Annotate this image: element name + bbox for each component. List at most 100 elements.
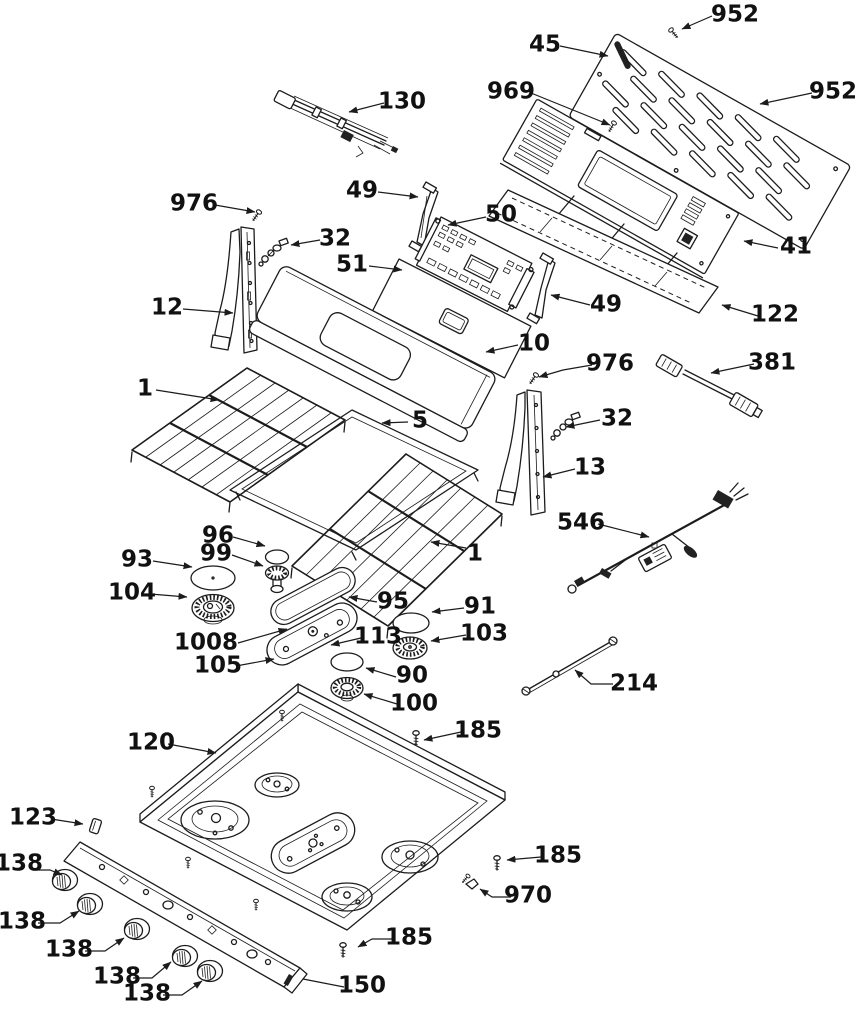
callout-90[interactable]: 90 <box>365 663 428 689</box>
part-number-label[interactable]: 546 <box>557 510 605 536</box>
callout-10[interactable]: 10 <box>485 331 550 357</box>
callout-96[interactable]: 96 <box>202 523 266 549</box>
callout-138[interactable]: 138 <box>45 937 125 963</box>
part-number-label[interactable]: 96 <box>202 523 234 549</box>
callout-105[interactable]: 105 <box>194 653 275 679</box>
part-number-label[interactable]: 90 <box>396 663 428 689</box>
part-number-label[interactable]: 103 <box>460 621 508 647</box>
callout-969[interactable]: 969 <box>487 79 611 126</box>
callout-123[interactable]: 123 <box>9 805 84 831</box>
knob-138-5 <box>196 959 224 983</box>
part-number-label[interactable]: 214 <box>610 671 658 697</box>
part-number-label[interactable]: 100 <box>390 691 438 717</box>
part-number-label[interactable]: 1008 <box>174 630 238 656</box>
callout-103[interactable]: 103 <box>430 621 508 647</box>
part-number-label[interactable]: 10 <box>518 331 550 357</box>
callout-41[interactable]: 41 <box>743 234 812 260</box>
callout-130[interactable]: 130 <box>348 89 426 115</box>
part-number-label[interactable]: 41 <box>780 234 812 260</box>
callout-104[interactable]: 104 <box>108 580 188 606</box>
part-number-label[interactable]: 50 <box>485 202 517 228</box>
callout-122[interactable]: 122 <box>721 302 799 328</box>
part-number-label[interactable]: 51 <box>336 252 368 278</box>
callout-93[interactable]: 93 <box>121 547 193 573</box>
callout-976[interactable]: 976 <box>170 191 256 217</box>
part-number-label[interactable]: 138 <box>45 937 93 963</box>
callout-1[interactable]: 1 <box>430 539 483 567</box>
callout-138[interactable]: 138 <box>0 851 63 877</box>
part-number-label[interactable]: 120 <box>127 730 175 756</box>
part-number-label[interactable]: 49 <box>346 178 378 204</box>
part-number-label[interactable]: 185 <box>534 843 582 869</box>
part-number-label[interactable]: 969 <box>487 79 535 105</box>
callout-12[interactable]: 12 <box>151 295 234 321</box>
callout-32[interactable]: 32 <box>565 406 633 432</box>
burner-head-104 <box>191 593 235 625</box>
part-number-label[interactable]: 952 <box>711 2 759 28</box>
part-number-label[interactable]: 91 <box>464 594 496 620</box>
callout-32[interactable]: 32 <box>290 226 351 252</box>
callout-45[interactable]: 45 <box>529 32 609 58</box>
callout-1[interactable]: 1 <box>137 376 220 403</box>
part-number-label[interactable]: 123 <box>9 805 57 831</box>
callout-50[interactable]: 50 <box>447 202 517 228</box>
part-number-label[interactable]: 1 <box>137 376 153 402</box>
part-number-label[interactable]: 12 <box>151 295 183 321</box>
part-number-label[interactable]: 13 <box>574 455 606 481</box>
callout-1008[interactable]: 1008 <box>174 627 288 656</box>
callout-185[interactable]: 185 <box>506 843 582 869</box>
part-number-label[interactable]: 976 <box>586 351 634 377</box>
part-number-label[interactable]: 970 <box>504 883 552 909</box>
part-number-label[interactable]: 45 <box>529 32 561 58</box>
part-number-label[interactable]: 93 <box>121 547 153 573</box>
callout-95[interactable]: 95 <box>348 589 409 615</box>
part-number-label[interactable]: 130 <box>378 89 426 115</box>
callout-976[interactable]: 976 <box>538 351 634 378</box>
callout-546[interactable]: 546 <box>557 510 650 539</box>
callout-113[interactable]: 113 <box>330 624 402 650</box>
igniter-rod-214 <box>521 636 618 696</box>
part-number-label[interactable]: 952 <box>809 79 857 105</box>
callout-99[interactable]: 99 <box>200 541 264 567</box>
part-number-label[interactable]: 95 <box>377 589 409 615</box>
callout-185[interactable]: 185 <box>357 925 433 951</box>
part-number-label[interactable]: 976 <box>170 191 218 217</box>
part-number-label[interactable]: 1 <box>467 541 483 567</box>
callout-952[interactable]: 952 <box>759 79 857 106</box>
part-number-label[interactable]: 32 <box>601 406 633 432</box>
callout-91[interactable]: 91 <box>431 594 496 620</box>
part-number-label[interactable]: 49 <box>590 292 622 318</box>
callout-5[interactable]: 5 <box>381 408 428 434</box>
part-number-label[interactable]: 113 <box>354 624 402 650</box>
part-number-label[interactable]: 150 <box>338 973 386 999</box>
callout-100[interactable]: 100 <box>363 691 438 717</box>
part-number-label[interactable]: 105 <box>194 653 242 679</box>
callout-51[interactable]: 51 <box>336 252 403 278</box>
callout-952[interactable]: 952 <box>681 2 759 30</box>
part-number-label[interactable]: 138 <box>123 981 171 1007</box>
part-number-label[interactable]: 185 <box>385 925 433 951</box>
callout-49[interactable]: 49 <box>346 178 419 204</box>
callout-185[interactable]: 185 <box>423 718 502 744</box>
callout-150[interactable]: 150 <box>302 973 386 999</box>
callout-381[interactable]: 381 <box>710 350 796 376</box>
part-number-label[interactable]: 138 <box>93 964 141 990</box>
part-number-label[interactable]: 138 <box>0 851 43 877</box>
part-number-label[interactable]: 138 <box>0 909 46 935</box>
callout-138[interactable]: 138 <box>123 981 203 1007</box>
part-number-label[interactable]: 381 <box>748 350 796 376</box>
callout-13[interactable]: 13 <box>542 455 606 481</box>
part-number-label[interactable]: 32 <box>319 226 351 252</box>
part-number-label[interactable]: 5 <box>412 408 428 434</box>
callout-138[interactable]: 138 <box>0 909 80 935</box>
part-number-label[interactable]: 122 <box>751 302 799 328</box>
callout-49[interactable]: 49 <box>550 292 622 318</box>
callout-970[interactable]: 970 <box>479 883 552 909</box>
part-number-label[interactable]: 99 <box>200 541 232 567</box>
part-number-label[interactable]: 104 <box>108 580 156 606</box>
part-number-label[interactable]: 185 <box>454 718 502 744</box>
leader-line <box>152 560 193 570</box>
callout-120[interactable]: 120 <box>127 730 217 756</box>
callout-138[interactable]: 138 <box>93 961 172 990</box>
callout-214[interactable]: 214 <box>574 669 658 697</box>
